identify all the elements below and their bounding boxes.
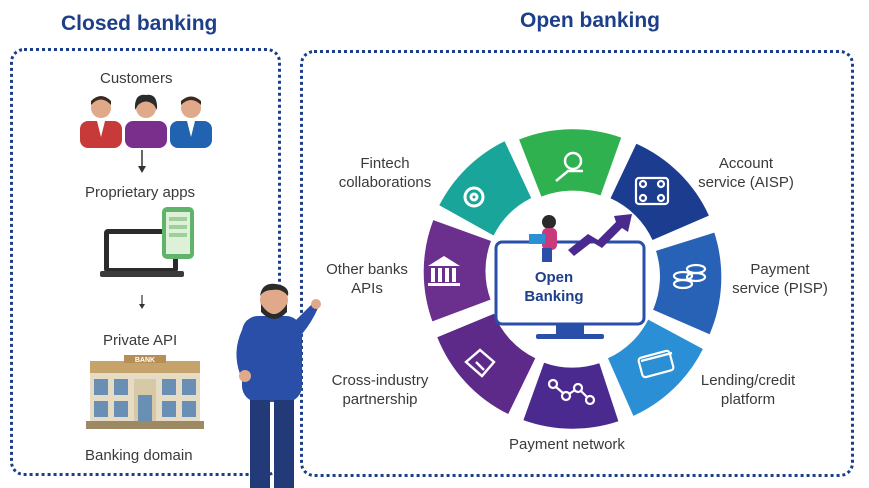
cross-industry-label-line2: partnership	[342, 391, 418, 408]
coins-icon	[672, 263, 707, 290]
open-banking-title: Open banking	[520, 9, 661, 32]
open-banking-wheel	[423, 129, 722, 429]
closed-banking-box	[10, 48, 281, 476]
private-api-label: Private API	[103, 332, 178, 349]
segment-account	[610, 143, 709, 240]
open-banking-box	[300, 50, 854, 477]
other-banks-label: Other banks APIs	[312, 260, 422, 298]
bank-sign-text: BANK	[135, 357, 155, 364]
customer-person-right	[170, 96, 212, 148]
nodes-icon	[547, 378, 596, 406]
bank-building-illustration: BANK	[86, 355, 204, 429]
other-banks-label-line1: Other banks	[326, 261, 408, 278]
down-arrow-2	[139, 295, 145, 309]
lending-label: Lending/credit platform	[688, 371, 808, 409]
fintech-label-line2: collaborations	[338, 174, 432, 191]
segment-fintech	[439, 141, 532, 236]
growth-arrow-icon	[568, 214, 632, 256]
hand-coin-icon	[555, 151, 583, 182]
center-label-line2: Banking	[524, 288, 584, 305]
other-banks-label-line2: APIs	[351, 280, 383, 297]
laptop-phone-icon	[100, 207, 194, 277]
monitor-illustration	[494, 240, 646, 339]
fintech-label-line1: Fintech	[360, 155, 410, 172]
segment-payment-service	[653, 232, 722, 335]
customer-person-left	[80, 96, 122, 148]
closed-banking-title: Closed banking	[61, 12, 218, 35]
gear-icon	[463, 186, 485, 208]
segment-top	[519, 129, 622, 197]
segment-cross-industry	[437, 313, 536, 414]
credit-card-icon	[637, 349, 675, 379]
lending-label-line2: platform	[720, 391, 776, 408]
customers-label: Customers	[100, 70, 173, 87]
account-service-label: Account service (AISP)	[686, 154, 806, 192]
customers-illustration	[80, 94, 212, 148]
cross-industry-label: Cross-industry partnership	[320, 371, 440, 409]
account-service-label-line2: service (AISP)	[698, 174, 794, 191]
banking-domain-label: Banking domain	[85, 447, 193, 464]
payment-network-label: Payment network	[509, 436, 625, 453]
proprietary-apps-label: Proprietary apps	[85, 184, 196, 201]
network-icon	[634, 176, 670, 206]
down-arrow-1	[138, 150, 146, 173]
segment-lending	[608, 319, 703, 416]
presenter-person-illustration	[236, 283, 321, 488]
cross-industry-label-line1: Cross-industry	[331, 372, 429, 389]
woman-with-laptop-illustration	[529, 215, 557, 262]
payment-service-label-line2: service (PISP)	[732, 280, 828, 297]
payment-service-label-line1: Payment	[750, 261, 810, 278]
bank-building-icon	[428, 256, 460, 286]
payment-service-label: Payment service (PISP)	[725, 260, 835, 298]
account-service-label-line1: Account	[718, 155, 774, 172]
handshake-icon	[464, 348, 496, 378]
fintech-label: Fintech collaborations	[330, 154, 440, 192]
segment-other-banks	[423, 220, 491, 322]
center-label-line1: Open	[534, 269, 574, 286]
lending-label-line1: Lending/credit	[700, 372, 796, 389]
customer-person-middle	[125, 94, 167, 148]
